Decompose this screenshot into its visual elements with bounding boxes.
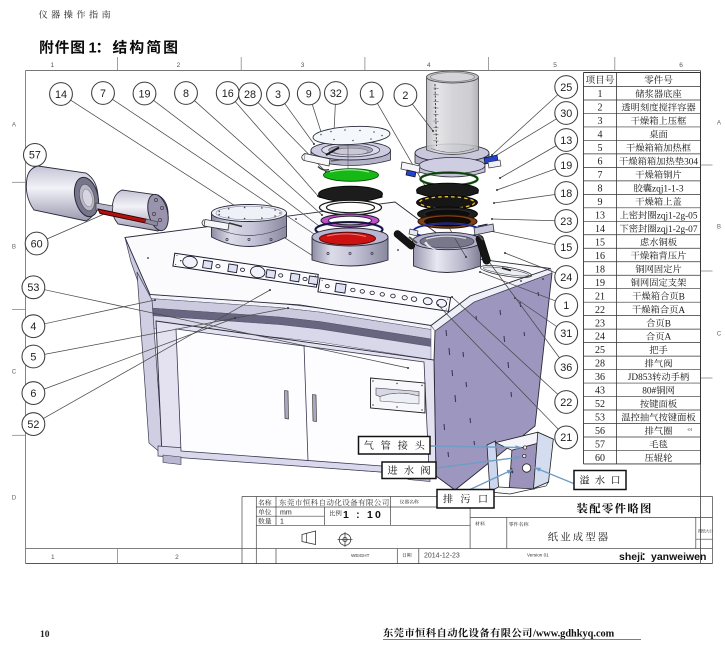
svg-text:19: 19 (138, 88, 150, 100)
svg-text:/www.gdhkyq.com: /www.gdhkyq.com (532, 629, 615, 640)
svg-text:Version 01: Version 01 (527, 553, 549, 558)
svg-text:36: 36 (595, 372, 605, 383)
svg-text:15: 15 (595, 237, 605, 248)
svg-text:25: 25 (560, 82, 572, 94)
svg-text:13: 13 (560, 135, 572, 147)
svg-text:15: 15 (560, 242, 572, 254)
svg-text:16: 16 (222, 88, 234, 100)
svg-text:56: 56 (595, 426, 605, 437)
svg-text:30: 30 (560, 108, 572, 120)
svg-text:60: 60 (31, 238, 43, 250)
svg-text:1: 1 (50, 62, 54, 69)
svg-text:B: B (679, 292, 685, 302)
svg-text:1: 1 (280, 519, 284, 526)
svg-text:D: D (12, 495, 17, 502)
svg-text:23: 23 (595, 318, 605, 329)
svg-text:19: 19 (595, 278, 605, 289)
svg-text:WEIGHT: WEIGHT (351, 553, 370, 558)
svg-text:10: 10 (40, 630, 50, 640)
svg-text:3: 3 (275, 89, 281, 101)
svg-text:7: 7 (100, 88, 106, 100)
svg-text:9: 9 (306, 88, 312, 100)
svg-text:2014-12-23: 2014-12-23 (424, 553, 460, 560)
svg-text:36: 36 (560, 362, 572, 374)
svg-text:22: 22 (560, 397, 572, 409)
svg-text:B: B (717, 224, 721, 231)
svg-text:5: 5 (30, 351, 36, 363)
svg-text:1 : 10: 1 : 10 (343, 509, 383, 521)
svg-text:52: 52 (27, 419, 39, 431)
svg-text:C: C (12, 369, 17, 376)
svg-text:22: 22 (595, 305, 605, 316)
svg-text:52: 52 (595, 399, 605, 410)
svg-text:24: 24 (560, 272, 572, 284)
svg-text:3: 3 (598, 116, 603, 127)
svg-text:4: 4 (30, 321, 36, 333)
svg-text:yanweiwen: yanweiwen (651, 551, 706, 563)
svg-text:304: 304 (684, 158, 698, 168)
svg-text:2: 2 (175, 554, 179, 561)
svg-text:53: 53 (595, 413, 605, 424)
svg-text:14: 14 (595, 224, 605, 235)
svg-text:4: 4 (427, 62, 431, 69)
svg-text:2: 2 (402, 90, 408, 102)
svg-text:23: 23 (560, 216, 572, 228)
svg-text:19: 19 (560, 160, 572, 172)
svg-text:1: 1 (89, 41, 97, 57)
svg-text:7: 7 (598, 170, 603, 181)
svg-text:18: 18 (595, 264, 605, 275)
svg-text:5: 5 (598, 143, 603, 154)
svg-text:zqj1-2g-07: zqj1-2g-07 (657, 225, 698, 235)
svg-text:A: A (678, 306, 685, 316)
svg-text:57: 57 (595, 440, 605, 451)
svg-text:B: B (12, 244, 16, 251)
svg-text:A: A (664, 333, 671, 343)
svg-text:2: 2 (598, 103, 603, 114)
svg-text:JD853: JD853 (628, 373, 653, 383)
svg-text:zqj1-1-3: zqj1-1-3 (652, 184, 684, 194)
svg-text:21: 21 (595, 291, 605, 302)
svg-text:1: 1 (369, 88, 375, 100)
svg-text:80#: 80# (642, 387, 656, 397)
svg-text:21: 21 (560, 432, 572, 444)
svg-text:9: 9 (598, 197, 603, 208)
svg-text:13: 13 (595, 210, 605, 221)
svg-text:-01: -01 (687, 427, 693, 432)
svg-text:24: 24 (595, 332, 605, 343)
svg-text:C: C (717, 331, 722, 338)
svg-text:6: 6 (598, 157, 603, 168)
svg-text:25: 25 (595, 345, 605, 356)
svg-text:B: B (665, 319, 671, 329)
svg-text:1: 1 (563, 300, 569, 312)
svg-text:sheji: sheji (619, 551, 643, 563)
svg-text:16: 16 (595, 251, 605, 262)
svg-text:3: 3 (301, 62, 305, 69)
svg-text:zqj1-2g-05: zqj1-2g-05 (657, 211, 698, 221)
svg-text:1: 1 (598, 89, 603, 100)
svg-text:1: 1 (51, 554, 55, 561)
svg-text:32: 32 (330, 88, 342, 100)
svg-text:60: 60 (595, 453, 605, 464)
svg-text:53: 53 (27, 282, 39, 294)
svg-text:43: 43 (595, 386, 605, 397)
svg-text:8: 8 (183, 88, 189, 100)
svg-text:18: 18 (560, 188, 572, 200)
svg-text:6: 6 (30, 388, 36, 400)
svg-text:57: 57 (29, 150, 41, 162)
svg-text:2: 2 (177, 62, 181, 69)
svg-text:28: 28 (595, 359, 605, 370)
svg-text:4: 4 (598, 130, 603, 141)
svg-text:31: 31 (560, 328, 572, 340)
svg-text:5: 5 (553, 62, 557, 69)
svg-text:mm: mm (280, 510, 292, 517)
svg-text:14: 14 (55, 89, 67, 101)
svg-text:6: 6 (679, 62, 683, 69)
svg-text:28: 28 (244, 89, 256, 101)
svg-text:8: 8 (598, 183, 603, 194)
